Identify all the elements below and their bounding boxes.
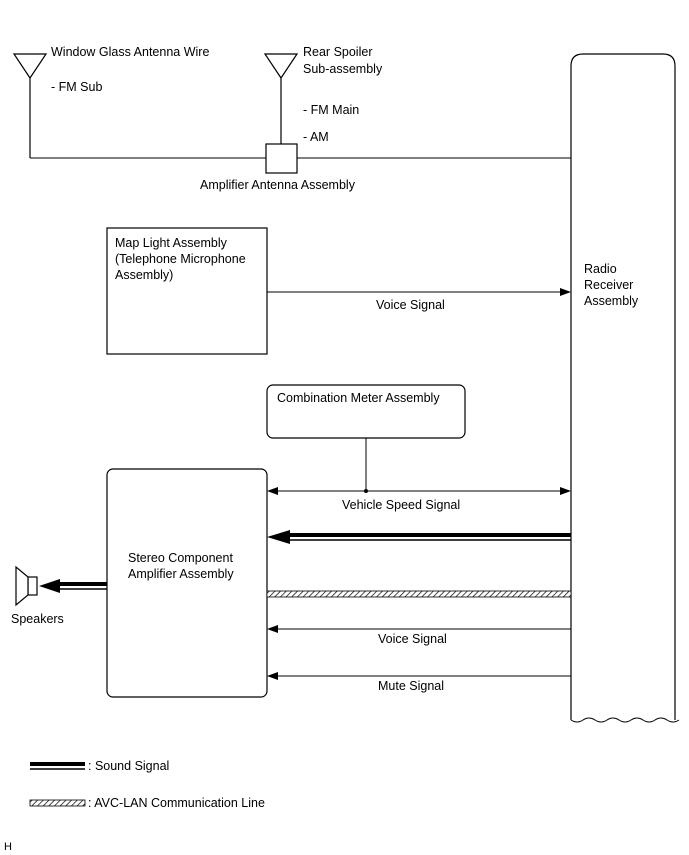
combination-meter-label: Combination Meter Assembly [277,391,440,405]
legend-avc-lan-swatch [29,799,86,807]
amplifier-antenna-box [265,143,298,174]
speaker-sound-arrowhead [39,579,60,593]
mute-signal-arrowhead [267,672,278,680]
amplifier-antenna-label: Amplifier Antenna Assembly [200,178,355,192]
map-light-label-line3: Assembly) [115,268,174,282]
fm-main-label: - FM Main [303,103,360,117]
voice-signal-lower-label: Voice Signal [378,632,447,646]
legend-sound-signal-swatch [30,762,85,770]
rear-spoiler-label-line1: Rear Spoiler [303,45,373,59]
radio-receiver-label-line3: Assembly [584,294,639,308]
fm-sub-label: - FM Sub [51,80,103,94]
voice-signal-upper-arrowhead [560,288,571,296]
vehicle-speed-arrowhead-right [560,487,571,495]
radio-receiver-label-line1: Radio [584,262,617,276]
rear-spoiler-antenna-icon [263,53,299,144]
footer-code: H [4,841,12,853]
speaker-icon [15,565,38,607]
voice-signal-lower-arrowhead [267,625,278,633]
sound-signal-arrowhead [267,530,290,544]
map-light-label-line1: Map Light Assembly [115,236,227,250]
map-light-label-line2: (Telephone Microphone [115,252,246,266]
window-glass-antenna-icon [12,53,48,158]
vehicle-speed-arrowhead-left [267,487,278,495]
radio-receiver-box [570,53,676,720]
voice-signal-upper-label: Voice Signal [376,298,445,312]
mute-signal-label: Mute Signal [378,679,445,693]
stereo-amplifier-label-line2: Amplifier Assembly [128,567,234,581]
avc-lan-line [266,590,572,598]
map-light-box [106,227,268,355]
radio-receiver-label-line2: Receiver [584,278,634,292]
stereo-amplifier-label-line1: Stereo Component [128,551,233,565]
window-glass-antenna-label: Window Glass Antenna Wire [51,45,210,59]
vehicle-speed-label: Vehicle Speed Signal [342,498,461,512]
stereo-amplifier-box [106,468,268,698]
am-label: - AM [303,130,329,144]
legend-sound-signal-label: : Sound Signal [88,759,170,773]
vehicle-speed-junction-dot [364,489,368,493]
speakers-label: Speakers [11,612,64,626]
legend-avc-lan-label: : AVC-LAN Communication Line [88,796,265,810]
rear-spoiler-label-line2: Sub-assembly [303,62,383,76]
radio-receiver-break-line [570,717,680,723]
